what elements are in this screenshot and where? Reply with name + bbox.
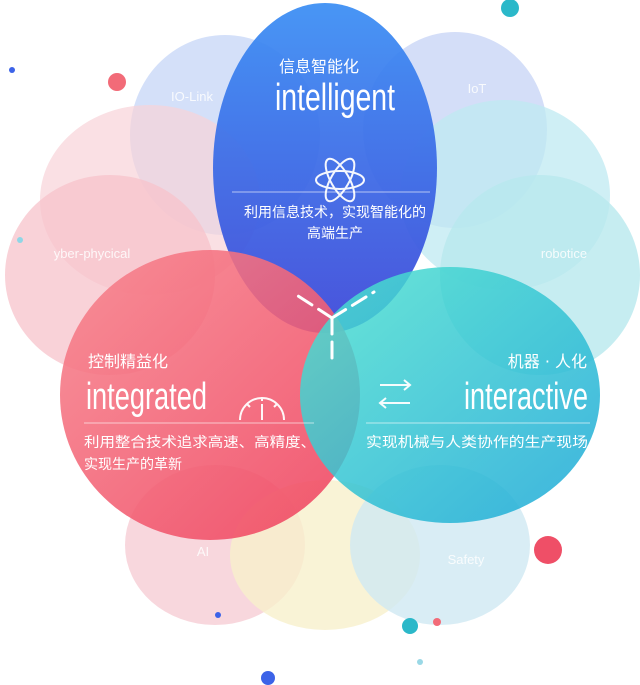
decorative-dots [9,0,562,685]
integrated-desc-line1: 利用整合技术追求高速、高精度、 [84,434,316,451]
circle-integrated [60,250,360,540]
center-divider [290,290,376,362]
gauge-icon [239,397,285,421]
integrated-desc-line2: 实现生产的革新 [84,457,182,473]
petal-iot-label: IoT [468,81,487,96]
interactive-desc-line1: 实现机械与人类协作的生产现场 [366,435,588,451]
petal-cyber-physical-label: yber-phycical [54,246,131,261]
petal-safety-label: Safety [448,552,485,567]
intelligent-desc-line2: 高端生产 [307,225,363,242]
petal-robotics-label: robotice [541,246,587,261]
circle-interactive [300,267,600,523]
integrated-title-en: integrated [86,376,207,418]
interactive-title-en: interactive [464,376,588,418]
intelligent-title-en: intelligent [275,77,395,119]
petal-io-link-label: IO-Link [171,89,213,104]
main-circles [60,3,600,540]
intelligent-desc-line1: 利用信息技术，实现智能化的 [244,204,426,221]
petal-ai-label: AI [197,544,209,559]
interactive-title-cn: 机器 · 人化 [508,352,587,371]
intelligent-title-cn: 信息智能化 [279,57,359,76]
integrated-title-cn: 控制精益化 [88,352,168,371]
atom-icon [315,157,365,203]
exchange-arrows-icon [378,379,412,409]
